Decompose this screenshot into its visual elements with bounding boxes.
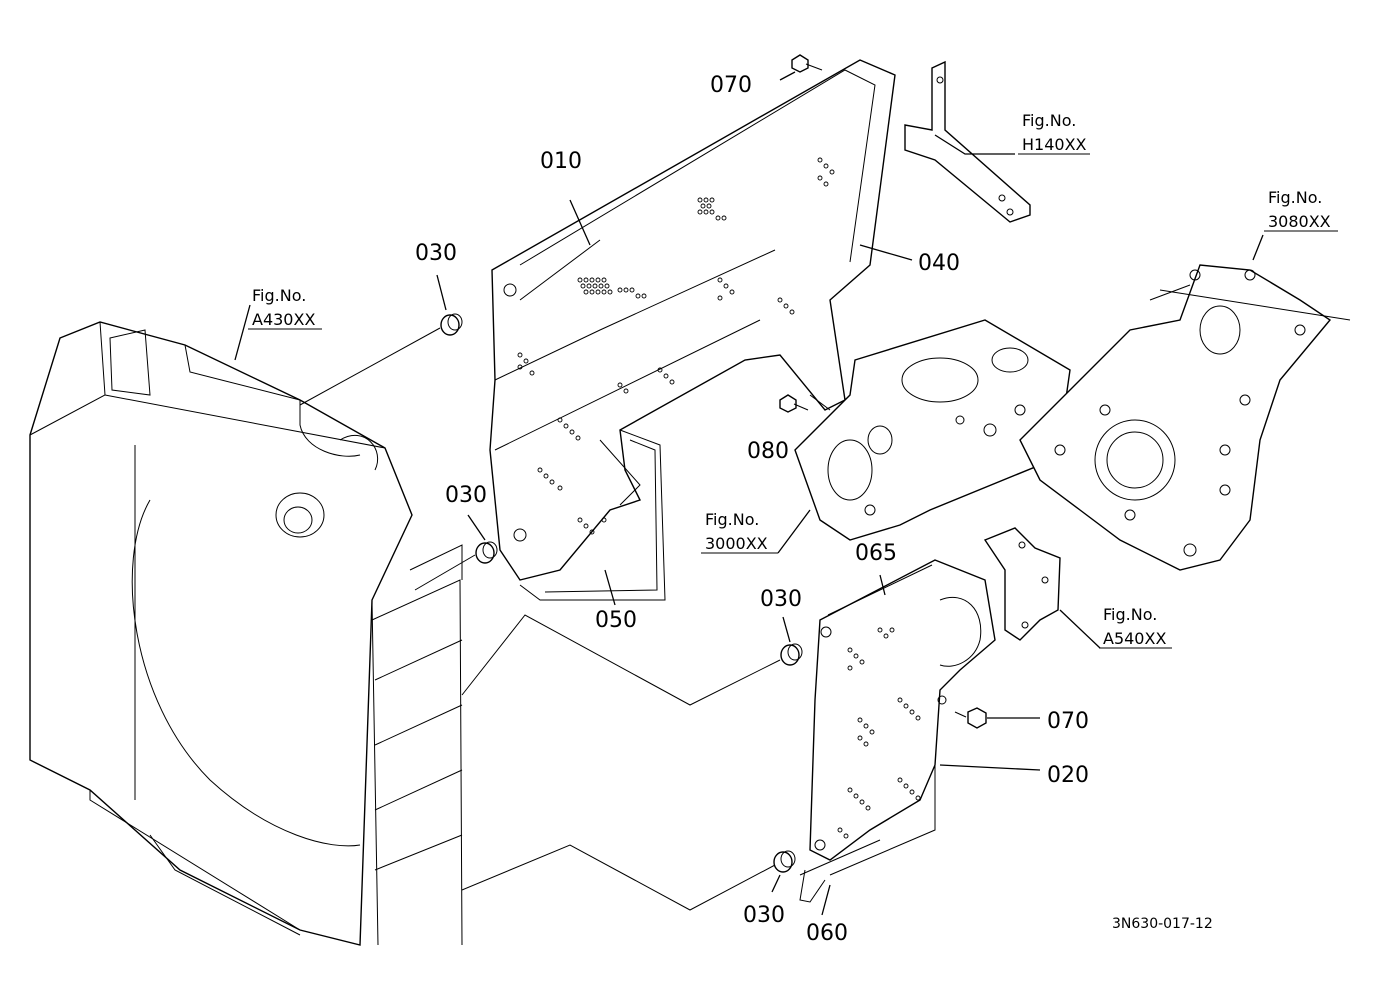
figref-a540: Fig.No. A540XX: [1099, 605, 1172, 649]
figref-3080-prefix: Fig.No.: [1268, 188, 1322, 207]
callout-010: 010: [540, 149, 582, 174]
figref-3000-prefix: Fig.No.: [705, 510, 759, 529]
callout-070-top: 070: [710, 73, 752, 98]
callout-080: 080: [747, 439, 789, 464]
callout-040: 040: [918, 251, 960, 276]
figref-a540-code: A540XX: [1103, 629, 1166, 648]
figref-a430: Fig.No. A430XX: [248, 286, 322, 330]
callout-030-c: 030: [760, 587, 802, 612]
upper-cover-010: [489, 59, 896, 601]
figref-a540-prefix: Fig.No.: [1103, 605, 1157, 624]
figref-h140: Fig.No. H140XX: [1018, 111, 1090, 155]
callout-030-a: 030: [415, 241, 457, 266]
bracket-a540: [983, 527, 1061, 641]
grommet-030-a: [440, 313, 463, 336]
perforation-pattern: [517, 157, 835, 535]
callout-065: 065: [855, 541, 897, 566]
figref-h140-code: H140XX: [1022, 135, 1087, 154]
callout-050: 050: [595, 608, 637, 633]
figref-3080: Fig.No. 3080XX: [1264, 188, 1338, 232]
callout-020: 020: [1047, 763, 1089, 788]
gear-case-3080: [1019, 264, 1351, 571]
lower-cover-020: [799, 559, 996, 903]
grommet-030-b: [475, 541, 498, 564]
bolt-070-right: [954, 707, 987, 729]
bolt-080: [779, 394, 809, 413]
figref-3000: Fig.No. 3000XX: [701, 510, 778, 554]
drawing-code: 3N630-017-12: [1112, 916, 1213, 932]
figref-a430-code: A430XX: [252, 310, 315, 329]
grommet-030-c: [780, 643, 803, 666]
callout-030-b: 030: [445, 483, 487, 508]
figref-3080-code: 3080XX: [1268, 212, 1331, 231]
assembly-lines: [299, 239, 831, 911]
figref-3000-code: 3000XX: [705, 534, 768, 553]
callout-030-d: 030: [743, 903, 785, 928]
figref-a430-prefix: Fig.No.: [252, 286, 306, 305]
bracket-h140: [904, 60, 1031, 223]
callout-070-right: 070: [1047, 709, 1089, 734]
callout-060: 060: [806, 921, 848, 946]
bolt-070-top: [791, 54, 823, 73]
perforation-pattern-lower: [837, 627, 921, 839]
leader-lines: [234, 71, 1264, 916]
figref-h140-prefix: Fig.No.: [1022, 111, 1076, 130]
grommet-030-d: [773, 850, 796, 873]
fan-shroud: [29, 321, 463, 946]
